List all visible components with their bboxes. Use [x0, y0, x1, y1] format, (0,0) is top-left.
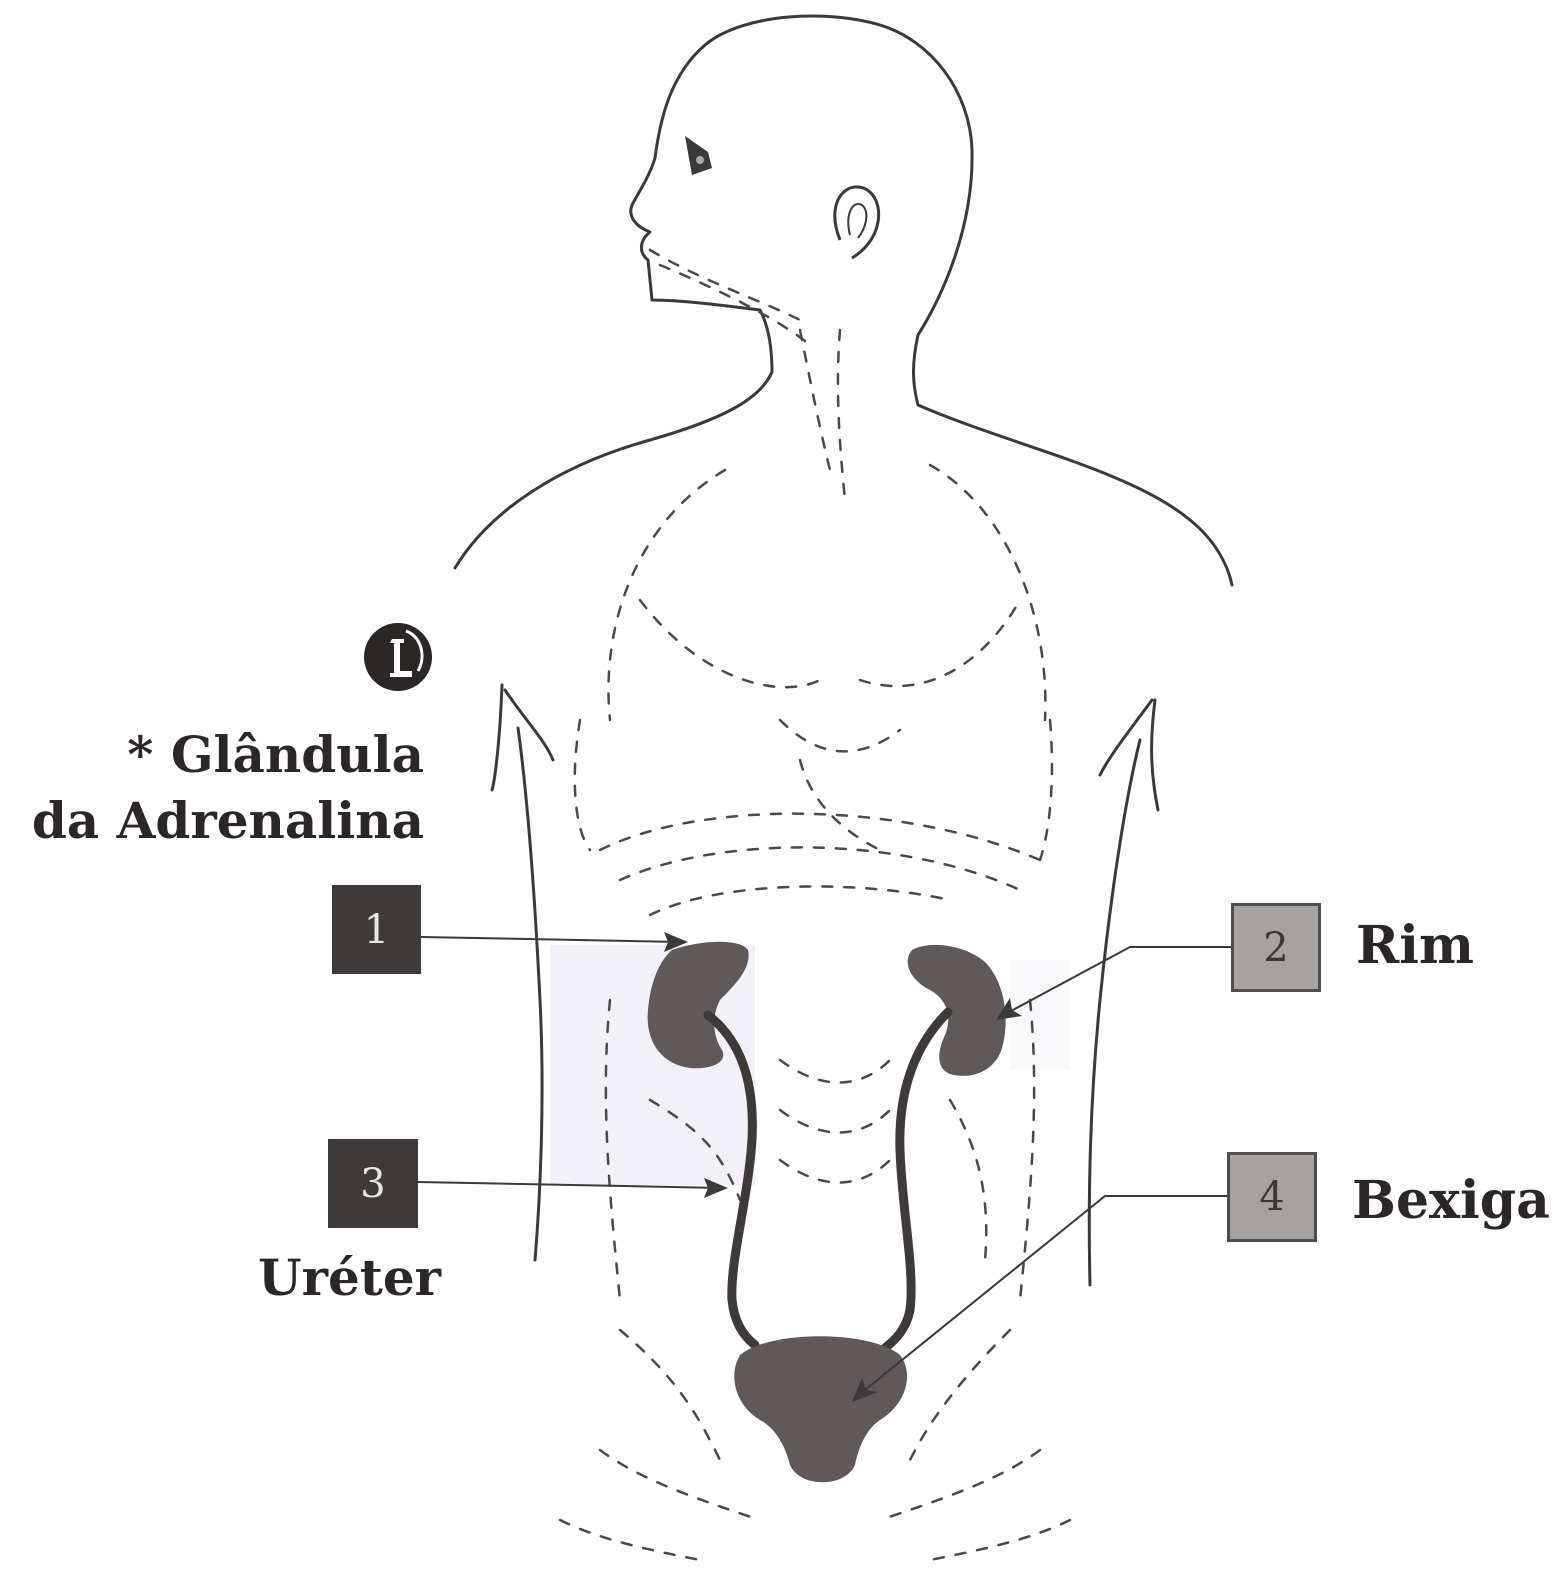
left-torso-line: [492, 685, 502, 790]
marker-box-1: 1: [332, 885, 421, 974]
circled-letter-logo-icon: [362, 621, 434, 693]
left-torso-line-2: [505, 690, 553, 760]
adrenal-gland-label-line2: da Adrenalina: [32, 788, 424, 854]
right-kidney: [908, 945, 1006, 1076]
right-torso-line-2: [1100, 700, 1152, 775]
bladder-label: Bexiga: [1352, 1170, 1550, 1231]
right-torso-line: [1152, 700, 1158, 810]
body-outline: [631, 16, 1232, 585]
adrenal-gland-label-line1: * Glândula: [32, 722, 424, 788]
eye: [685, 136, 712, 175]
eye-dot: [696, 156, 704, 164]
marker-box-4: 4: [1227, 1152, 1317, 1242]
kidney-label: Rim: [1356, 915, 1474, 976]
ear-inner: [848, 204, 866, 238]
ureter-label: Uréter: [258, 1248, 441, 1307]
leader-line-1: [421, 937, 682, 942]
bladder: [734, 1336, 907, 1482]
adrenal-gland-label: * Glândula da Adrenalina: [32, 722, 424, 854]
ear: [835, 187, 879, 258]
marker-box-3: 3: [328, 1139, 418, 1228]
marker-box-2: 2: [1231, 903, 1321, 992]
left-arm-line: [518, 728, 542, 1260]
right-ureter: [885, 1012, 948, 1348]
